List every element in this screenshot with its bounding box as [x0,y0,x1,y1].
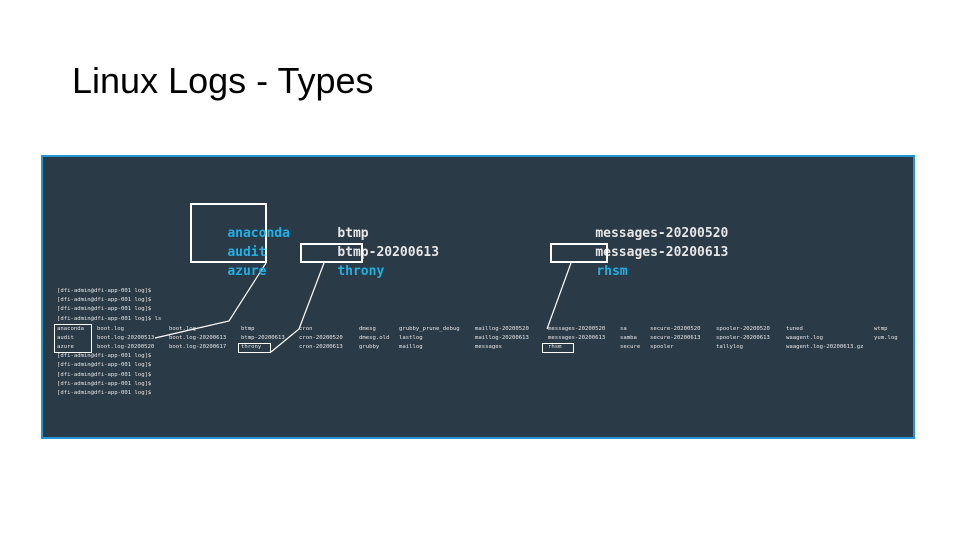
listing-entry: audit [57,335,74,341]
listing-entry: azure [57,344,74,350]
zoom-col-messages: messages-20200520 messages-20200613 rhsm [564,205,728,300]
listing-entry: messages-20200520 [548,326,606,332]
prompt-line: [dfi-admin@dfi-app-001 log]$ [57,372,152,378]
zoom-col-dirs: anaconda audit azure [196,205,290,300]
ls-command-line: [dfi-admin@dfi-app-001 log]$ ls [57,316,162,322]
zoom-item: azure [227,264,267,279]
listing-entry: samba [620,335,637,341]
listing-entry: boot.log-20200520 [97,344,155,350]
listing-box-throny [238,343,271,353]
slide-title: Linux Logs - Types [72,60,374,101]
listing-entry: dmesg [359,326,376,332]
listing-entry: spooler-20200520 [716,326,770,332]
listing-entry: maillog [399,344,423,350]
prompt-line: [dfi-admin@dfi-app-001 log]$ [57,288,152,294]
listing-entry: waagent.log-20200613.gz [786,344,864,350]
listing-entry: boot.log-20200613 [169,335,227,341]
zoom-item: throny [337,264,385,279]
zoom-item: anaconda [227,226,290,241]
listing-entry: maillog-20200613 [475,335,529,341]
connector-rhsm [546,262,572,330]
zoom-item: rhsm [596,264,628,279]
zoom-box-dirs [190,203,267,263]
listing-entry: grubby_prune_debug [399,326,460,332]
zoom-box-rhsm [550,243,608,263]
terminal-screenshot: anaconda audit azure btmp btmp-20200613 … [41,155,915,439]
listing-entry: spooler-20200613 [716,335,770,341]
listing-entry: boot.log-20200617 [169,344,227,350]
listing-entry: cron [299,326,313,332]
listing-entry: secure-20200613 [650,335,701,341]
zoom-item: messages-20200613 [595,245,729,260]
prompt-line: [dfi-admin@dfi-app-001 log]$ [57,353,152,359]
zoom-item: messages-20200520 [595,226,729,241]
prompt-line: [dfi-admin@dfi-app-001 log]$ [57,297,152,303]
listing-entry: cron-20200520 [299,335,343,341]
listing-entry: sa [620,326,627,332]
zoom-item: btmp [337,226,369,241]
connector-lines [154,262,572,353]
listing-entry: anaconda [57,326,84,332]
prompt-line: [dfi-admin@dfi-app-001 log]$ [57,306,152,312]
listing-entry: messages-20200613 [548,335,606,341]
listing-box-dirs [54,324,92,353]
listing-box-rhsm [542,343,574,353]
listing-entry: wtmp [874,326,888,332]
zoom-box-throny [300,243,363,263]
listing-entry: cron-20200613 [299,344,343,350]
listing-entry: rhsm [548,344,562,350]
listing-entry: btmp-20200613 [241,335,285,341]
zoom-item: audit [227,245,267,260]
listing-entry: messages [475,344,502,350]
listing-entry: lastlog [399,335,423,341]
listing-entry: secure [620,344,641,350]
listing-entry: tallylog [716,344,743,350]
listing-entry: boot.log [97,326,124,332]
listing-entry: tuned [786,326,803,332]
listing-entry: boot.log [169,326,196,332]
connector-throny [270,262,325,353]
connector-anaconda [154,262,267,339]
listing-entry: boot.log-20200513 [97,335,155,341]
listing-entry: maillog-20200520 [475,326,529,332]
prompt-line: [dfi-admin@dfi-app-001 log]$ [57,390,152,396]
prompt-line: [dfi-admin@dfi-app-001 log]$ [57,362,152,368]
listing-entry: spooler [650,344,674,350]
listing-entry: btmp [241,326,255,332]
listing-entry: yum.log [874,335,898,341]
prompt-line: [dfi-admin@dfi-app-001 log]$ [57,381,152,387]
listing-entry: dmesg.old [359,335,390,341]
listing-entry: grubby [359,344,380,350]
listing-entry: throny [241,344,262,350]
listing-entry: secure-20200520 [650,326,701,332]
listing-entry: waagent.log [786,335,824,341]
